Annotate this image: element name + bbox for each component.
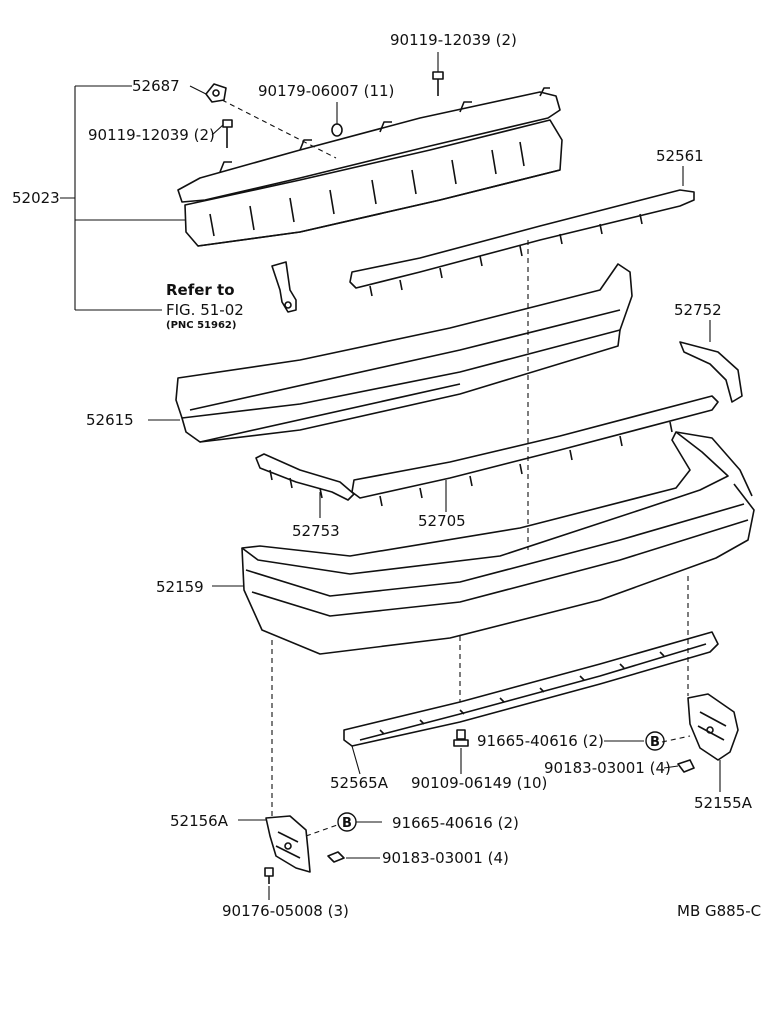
bolt-90119-left-drawing xyxy=(222,119,233,148)
retainer-52687-drawing xyxy=(205,83,227,103)
strip-52561-drawing xyxy=(349,189,695,297)
bumper-reinforcement-drawing xyxy=(177,87,563,247)
leader-lines xyxy=(60,52,721,900)
bracket-52155A-drawing xyxy=(687,693,739,761)
label-pnc-ref: (PNC 51962) xyxy=(166,320,236,331)
bumper-cover-52159-drawing xyxy=(241,431,755,655)
label-52753: 52753 xyxy=(292,522,340,540)
label-52023: 52023 xyxy=(12,189,60,207)
label-52155A: 52155A xyxy=(694,794,753,812)
label-52565A: 52565A xyxy=(330,774,389,792)
bolt-90119-top-drawing xyxy=(432,71,444,96)
label-90119-left: 90119-12039 (2) xyxy=(88,126,215,144)
label-fig-ref: FIG. 51-02 xyxy=(166,301,244,319)
label-52159: 52159 xyxy=(156,578,204,596)
footer-code: MB G885-C xyxy=(677,902,761,920)
label-91665-left: 91665-40616 (2) xyxy=(392,814,519,832)
label-90179: 90179-06007 (11) xyxy=(258,82,394,100)
label-52615: 52615 xyxy=(86,411,134,429)
tow-hook-bracket-drawing xyxy=(271,261,297,313)
label-52561: 52561 xyxy=(656,147,704,165)
label-52752: 52752 xyxy=(674,301,722,319)
molding-52705-drawing xyxy=(351,395,719,507)
screw-90176-drawing xyxy=(264,867,274,884)
clip-90183-right-drawing xyxy=(677,759,695,773)
label-91665-right: 91665-40616 (2) xyxy=(477,732,604,750)
label-90109: 90109-06149 (10) xyxy=(411,774,547,792)
b-marker-right: B xyxy=(645,731,665,751)
molding-52753-drawing xyxy=(255,453,355,501)
svg-text:B: B xyxy=(342,816,352,831)
screw-90109-drawing xyxy=(453,729,469,747)
alignment-lines xyxy=(221,99,691,837)
bracket-52156A-drawing xyxy=(265,815,311,873)
label-90176: 90176-05008 (3) xyxy=(222,902,349,920)
svg-text:B: B xyxy=(650,735,660,750)
label-52705: 52705 xyxy=(418,512,466,530)
label-52156A: 52156A xyxy=(170,812,229,830)
label-90183-right: 90183-03001 (4) xyxy=(544,759,671,777)
label-90119-top: 90119-12039 (2) xyxy=(390,31,517,49)
clip-90183-left-drawing xyxy=(327,851,345,863)
label-refer-to: Refer to xyxy=(166,281,235,299)
label-90183-left: 90183-03001 (4) xyxy=(382,849,509,867)
b-marker-left: B xyxy=(337,812,357,832)
bumper-cover-52615-drawing xyxy=(175,263,633,443)
nut-90179-drawing xyxy=(331,123,343,137)
label-52687: 52687 xyxy=(132,77,180,95)
molding-52752-drawing xyxy=(679,341,743,403)
reinforcement-52565A-drawing xyxy=(343,631,719,747)
